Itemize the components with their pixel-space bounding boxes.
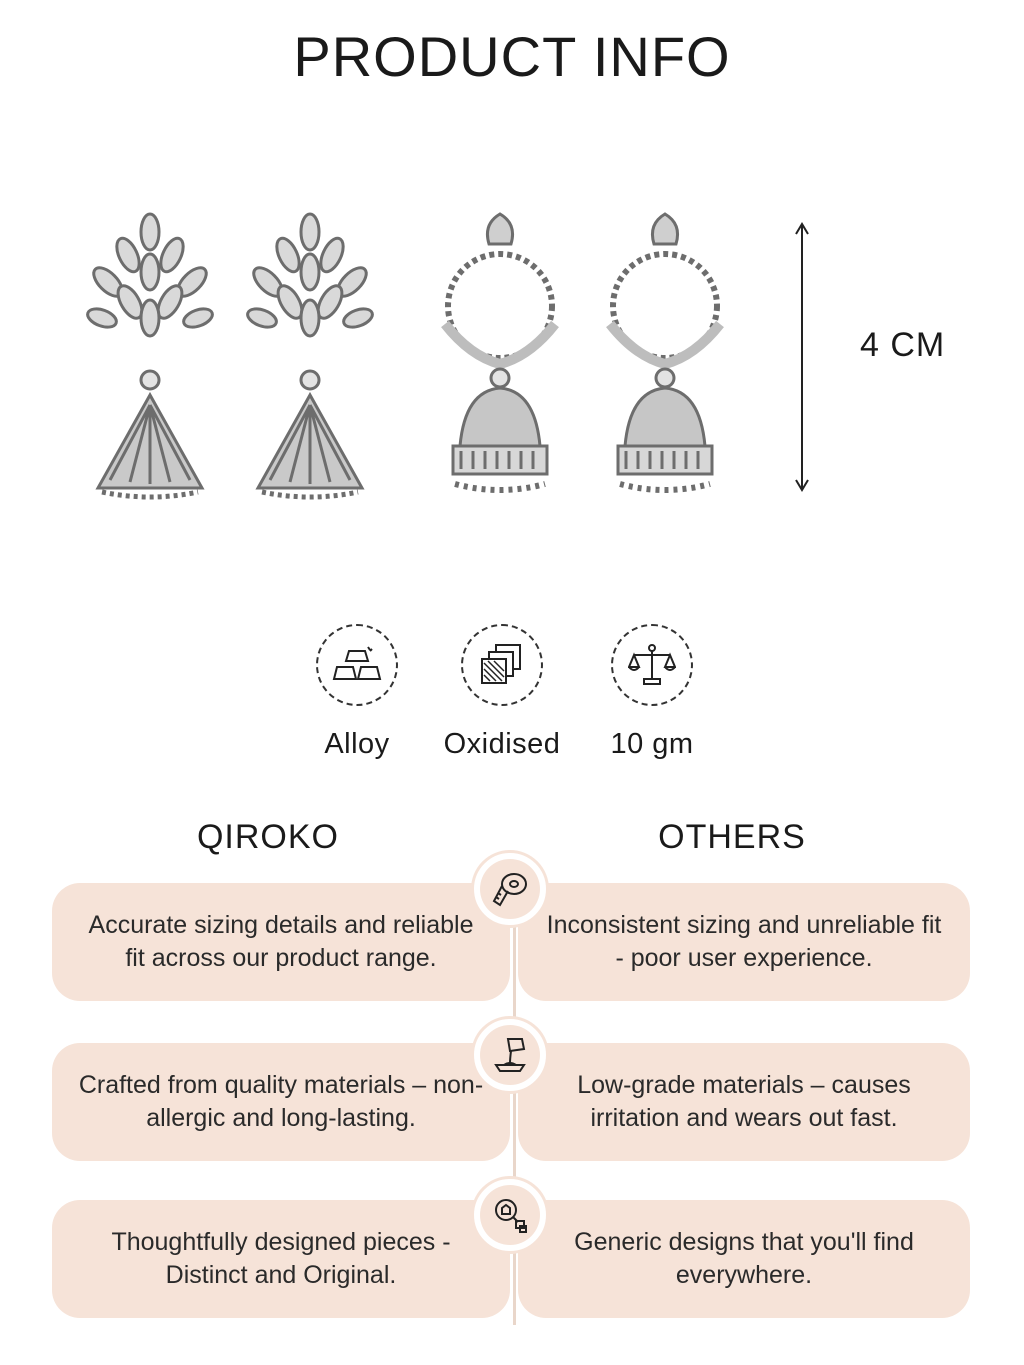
qiroko-sizing-card: Accurate sizing details and reliable fit… [52,883,510,1001]
qiroko-materials-card: Crafted from quality materials – non-all… [52,1043,510,1161]
design-badge [471,1176,549,1254]
gold-bars-icon [316,624,398,706]
qiroko-design-card: Thoughtfully designed pieces - Distinct … [52,1200,510,1318]
measuring-tape-icon [480,859,540,919]
spec-material-label: Alloy [324,728,390,760]
spec-finish: Oxidised [427,624,577,761]
spec-weight-label: 10 gm [610,728,694,760]
hoop-jhumka-earring-left [441,212,559,493]
layered-squares-icon [461,624,543,706]
sizing-badge [471,850,549,928]
hoop-jhumka-earring-right [606,212,724,493]
others-design-card: Generic designs that you'll find everywh… [518,1200,970,1318]
others-sizing-card: Inconsistent sizing and unreliable fit -… [518,883,970,1001]
leaf-jhumka-earring-right [246,212,374,500]
size-arrow-icon [795,222,809,492]
materials-badge [471,1016,549,1094]
others-heading: OTHERS [658,818,806,856]
others-materials-card: Low-grade materials – causes irritation … [518,1043,970,1161]
spec-weight: 10 gm [577,624,727,761]
spec-row: Alloy Oxidised [290,624,730,764]
comparison-divider [513,880,516,1325]
spec-material: Alloy [282,624,432,761]
balance-scale-icon [611,624,693,706]
page-title: PRODUCT INFO [293,25,731,88]
magnifier-design-icon [480,1185,540,1245]
size-label: 4 CM [860,326,946,364]
spec-finish-label: Oxidised [443,728,561,760]
qiroko-heading: QIROKO [196,818,340,856]
leaf-jhumka-earring-left [86,212,214,500]
molten-metal-pour-icon [480,1025,540,1085]
product-image [70,200,750,510]
